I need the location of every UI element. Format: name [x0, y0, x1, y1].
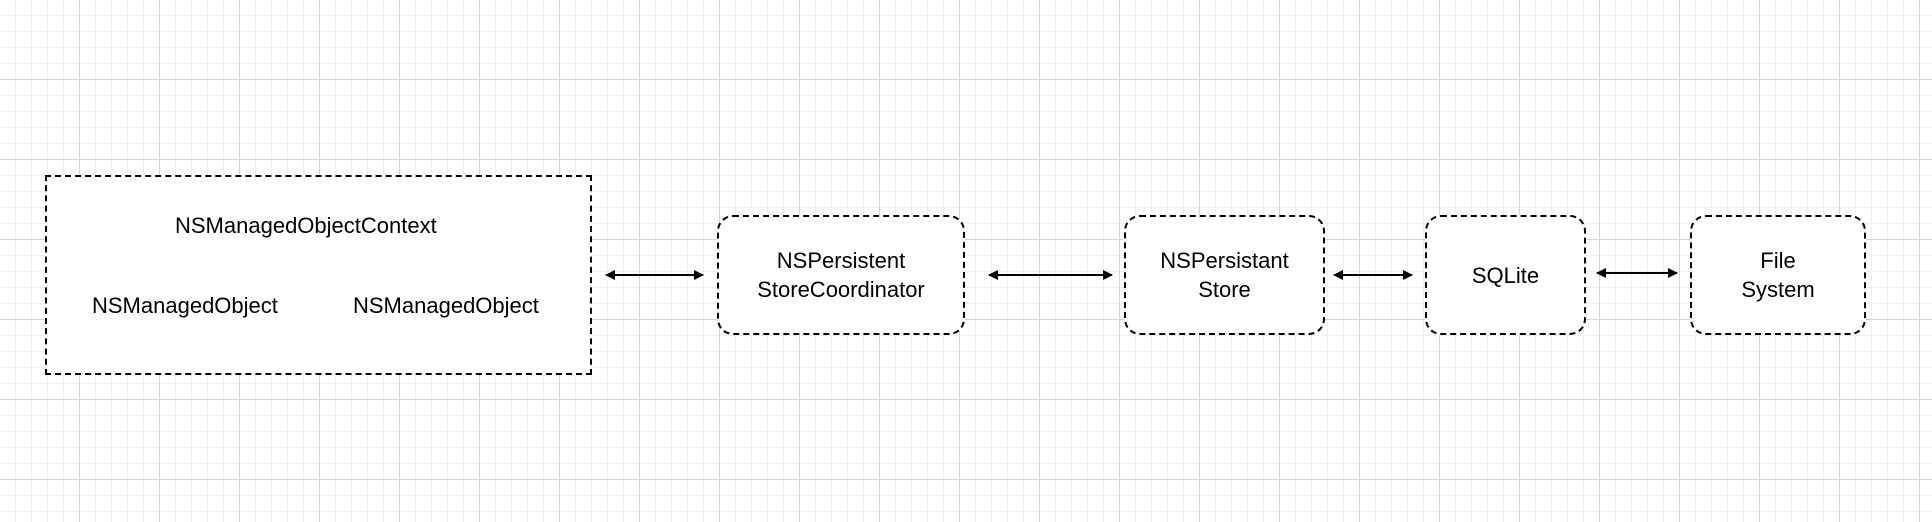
store-label-line-2: Store — [1198, 277, 1251, 302]
coordinator-label-line-2: StoreCoordinator — [757, 277, 925, 302]
file-system-label-line-1: File — [1760, 248, 1796, 273]
persistent-store-coordinator-node[interactable]: NSPersistent StoreCoordinator — [717, 215, 965, 335]
managed-object-context-box[interactable] — [45, 175, 592, 375]
file-system-label-line-2: System — [1741, 277, 1815, 302]
persistent-store-node[interactable]: NSPersistant Store — [1124, 215, 1325, 335]
sqlite-label: SQLite — [1471, 262, 1540, 288]
managed-object-label-1: NSManagedObject — [92, 293, 278, 318]
sqlite-node[interactable]: SQLite — [1425, 215, 1586, 335]
file-system-node[interactable]: File System — [1690, 215, 1866, 335]
managed-object-label-2: NSManagedObject — [353, 293, 539, 318]
store-label-line-1: NSPersistant — [1160, 248, 1289, 273]
coordinator-label-line-1: NSPersistent — [776, 248, 906, 273]
managed-object-context-label: NSManagedObjectContext — [175, 213, 437, 238]
